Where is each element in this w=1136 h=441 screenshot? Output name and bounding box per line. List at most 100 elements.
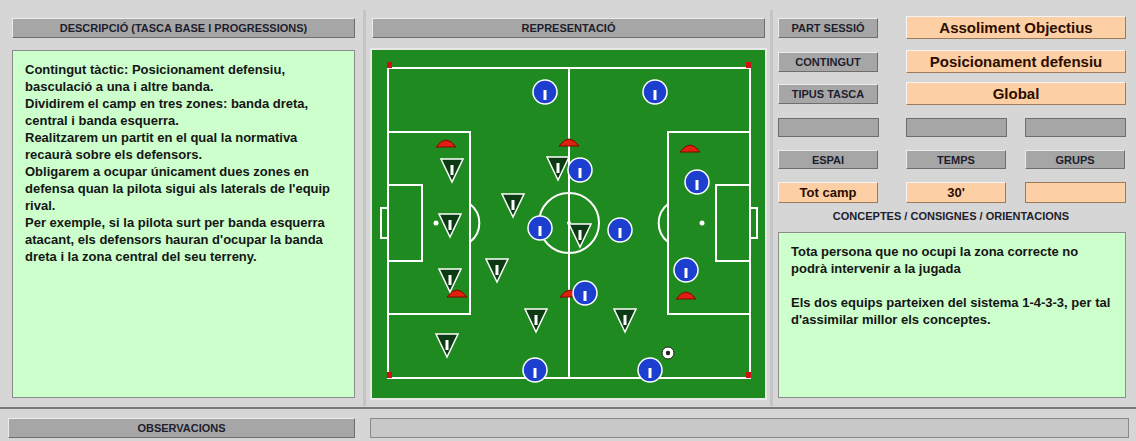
player-body — [441, 159, 463, 182]
field-value: Assoliment Objectius — [906, 16, 1126, 39]
cone — [680, 145, 700, 152]
description-panel: Contingut tàctic: Posicionament defensiu… — [12, 50, 355, 398]
player-body — [547, 157, 569, 180]
empty-field — [1026, 183, 1126, 203]
player-mark — [584, 291, 587, 301]
corner-flag — [387, 62, 392, 68]
field-label: CONTINGUT — [778, 52, 878, 72]
player-mark — [649, 368, 652, 378]
penalty-box — [388, 132, 470, 314]
corner-flag — [746, 62, 751, 68]
field-text: Per exemple, si la pilota surt per banda… — [25, 214, 344, 265]
field-text: OBSERVACIONS — [137, 422, 225, 434]
player-blue — [674, 258, 698, 282]
field-text: Global — [993, 85, 1040, 102]
player-blue — [573, 281, 597, 305]
field-text: REPRESENTACIÓ — [522, 22, 616, 34]
player-green — [502, 194, 524, 217]
player-body — [502, 194, 524, 217]
player-green — [547, 157, 569, 180]
player-body — [525, 309, 547, 332]
field-text: Realitzarem un partit en el qual la norm… — [25, 129, 344, 163]
ball — [662, 347, 674, 359]
football-pitch — [370, 48, 767, 400]
player-body — [685, 170, 709, 194]
goal-area — [388, 185, 422, 261]
player-mark — [685, 268, 688, 278]
player-green — [439, 269, 461, 292]
cone — [436, 140, 456, 147]
field-text: TIPUS TASCA — [792, 88, 865, 100]
section-header: OBSERVACIONS — [8, 418, 355, 438]
empty-field — [1026, 119, 1126, 137]
player-mark — [449, 220, 452, 230]
cones — [436, 139, 700, 299]
player-body — [436, 334, 458, 357]
penalty-arc — [659, 204, 668, 242]
player-body — [486, 259, 508, 282]
player-mark — [449, 275, 452, 285]
player-body — [643, 80, 667, 104]
player-green — [486, 259, 508, 282]
player-blue — [568, 158, 592, 182]
field-text: TEMPS — [937, 154, 975, 166]
instructions-panel: Tota persona que no ocupi la zona correc… — [778, 232, 1126, 398]
penalty-spot — [434, 221, 439, 226]
field-label: ESPAI — [778, 150, 878, 169]
pitch-frame — [370, 48, 767, 400]
penalty-arc — [470, 204, 479, 242]
goal — [381, 208, 388, 238]
player-blue — [533, 80, 557, 104]
field-value: Tot camp — [778, 182, 878, 203]
field-label: PART SESSIÓ — [778, 18, 878, 38]
player-mark — [579, 230, 582, 240]
field-text: 30' — [947, 185, 965, 200]
player-blue — [608, 218, 632, 242]
penalty-box — [668, 132, 750, 314]
player-mark — [451, 165, 454, 175]
field-text: Obligarem a ocupar únicament dues zones … — [25, 163, 344, 214]
field-value: Global — [906, 82, 1126, 105]
penalty-spot — [700, 221, 705, 226]
player-mark — [579, 168, 582, 178]
field-value: Posicionament defensiu — [906, 50, 1126, 73]
player-mark — [512, 200, 515, 210]
column-divider — [363, 10, 366, 406]
player-green — [569, 224, 591, 247]
corner-flag — [387, 372, 392, 378]
player-body — [569, 224, 591, 247]
player-green — [614, 309, 636, 332]
player-mark — [535, 315, 538, 325]
player-body — [523, 358, 547, 382]
player-body — [528, 216, 552, 240]
player-body — [608, 218, 632, 242]
field-label: GRUPS — [1025, 150, 1125, 169]
player-blue — [528, 216, 552, 240]
player-mark — [619, 228, 622, 238]
goal-area — [716, 185, 750, 261]
player-blue — [523, 358, 547, 382]
player-blue — [638, 358, 662, 382]
player-body — [568, 158, 592, 182]
corner-flags — [387, 62, 751, 378]
player-body — [573, 281, 597, 305]
field-text: GRUPS — [1055, 154, 1094, 166]
player-green — [439, 214, 461, 237]
field-text: Dividirem el camp en tres zones: banda d… — [25, 95, 344, 129]
field-text: DESCRIPCIÓ (TASCA BASE I PROGRESSIONS) — [60, 22, 308, 34]
halfway-line — [568, 68, 570, 378]
empty-field — [779, 119, 879, 137]
player-body — [638, 358, 662, 382]
field-text: Tota persona que no ocupi la zona correc… — [791, 243, 1115, 277]
section-header: REPRESENTACIÓ — [372, 18, 765, 38]
player-green — [525, 309, 547, 332]
empty-field — [907, 119, 1007, 137]
touch-line — [388, 68, 750, 378]
player-mark — [534, 368, 537, 378]
player-body — [533, 80, 557, 104]
field-text: Tot camp — [800, 185, 857, 200]
field-text: Contingut tàctic: Posicionament defensiu… — [25, 61, 344, 95]
player-mark — [539, 226, 542, 236]
field-text: ESPAI — [812, 154, 844, 166]
